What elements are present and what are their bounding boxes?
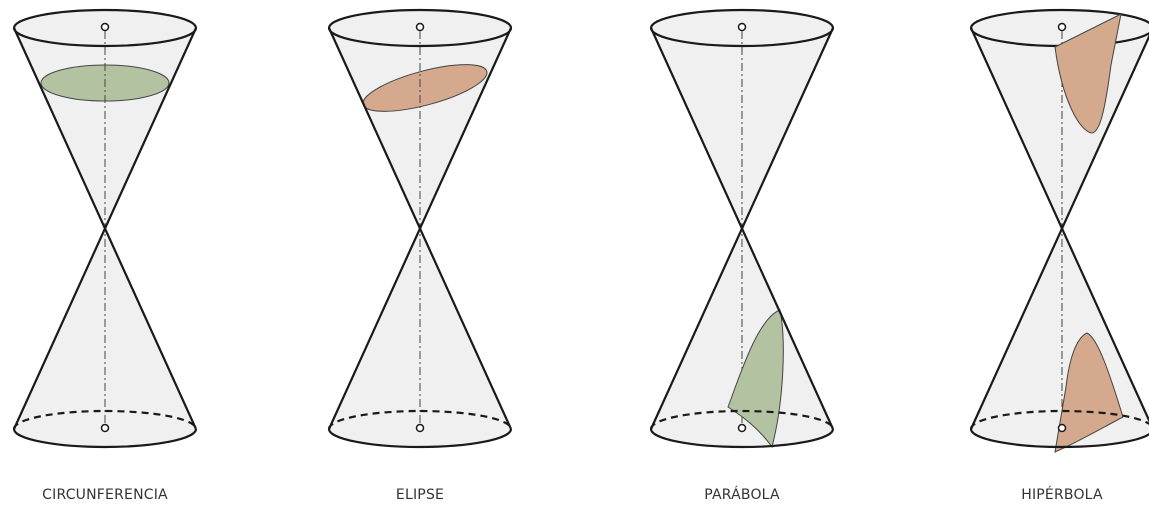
cone-parabola	[649, 8, 835, 449]
section-hyperbola-upper	[1054, 13, 1122, 134]
cone-circunferencia	[12, 8, 198, 449]
bottom-rim-back	[327, 409, 513, 430]
bottom-center-dot	[415, 423, 425, 433]
bottom-rim-back	[12, 409, 198, 430]
bottom-rim-back	[969, 409, 1149, 430]
cone-elipse	[327, 8, 513, 449]
top-center-dot	[100, 22, 110, 32]
bottom-center-dot	[1057, 423, 1067, 433]
bottom-rim-front	[649, 428, 835, 449]
generator-right	[327, 27, 513, 430]
bottom-rim-back	[649, 409, 835, 430]
section-hyperbola-lower	[1054, 332, 1124, 453]
top-center-dot	[1057, 22, 1067, 32]
label-parabola: PARÁBOLA	[704, 486, 780, 503]
generator-right	[649, 27, 835, 430]
bottom-center-dot	[100, 423, 110, 433]
label-circunferencia: CIRCUNFERENCIA	[42, 487, 168, 503]
top-center-dot	[415, 22, 425, 32]
cone-hiperbola	[969, 8, 1149, 453]
cone-body-fill	[971, 10, 1149, 447]
bottom-rim-front	[327, 428, 513, 449]
bottom-center-dot	[737, 423, 747, 433]
label-hiperbola: HIPÉRBOLA	[1021, 486, 1103, 503]
bottom-rim-front	[969, 428, 1149, 449]
top-center-dot	[737, 22, 747, 32]
generator-right	[12, 27, 198, 430]
label-elipse: ELIPSE	[396, 487, 444, 503]
generator-right	[969, 34, 1149, 430]
bottom-rim-front	[12, 428, 198, 449]
